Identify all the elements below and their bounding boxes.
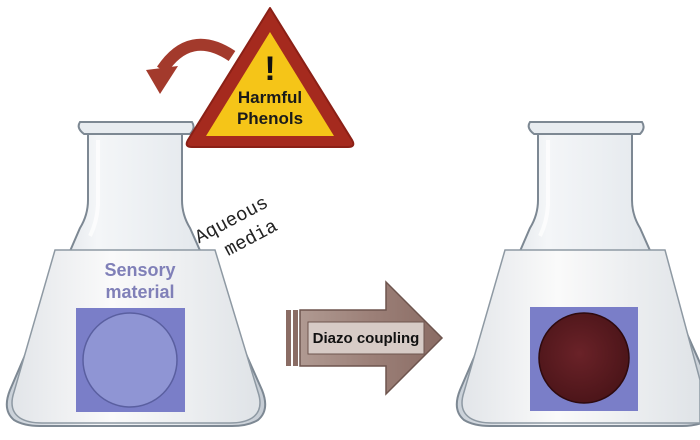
right-flask-lip [527,121,645,135]
warning-symbol: ! [264,50,275,88]
warning-line1: Harmful [238,88,302,107]
left-flask-lip [77,121,195,135]
process-label: Diazo coupling [313,330,420,347]
right-sensor-disc [538,312,630,404]
right-flask [455,121,700,427]
left-flask: Sensory material [5,121,267,427]
left-sensor-disc [82,312,178,408]
warning-sign: ! Harmful Phenols [185,7,355,148]
curved-arrow-icon [146,38,236,94]
warning-line2: Phenols [237,109,303,128]
sensory-label-line2: material [105,282,174,302]
sensory-label-line1: Sensory [104,260,175,280]
process-arrow: Diazo coupling [286,280,444,396]
process-label-box [307,321,425,355]
